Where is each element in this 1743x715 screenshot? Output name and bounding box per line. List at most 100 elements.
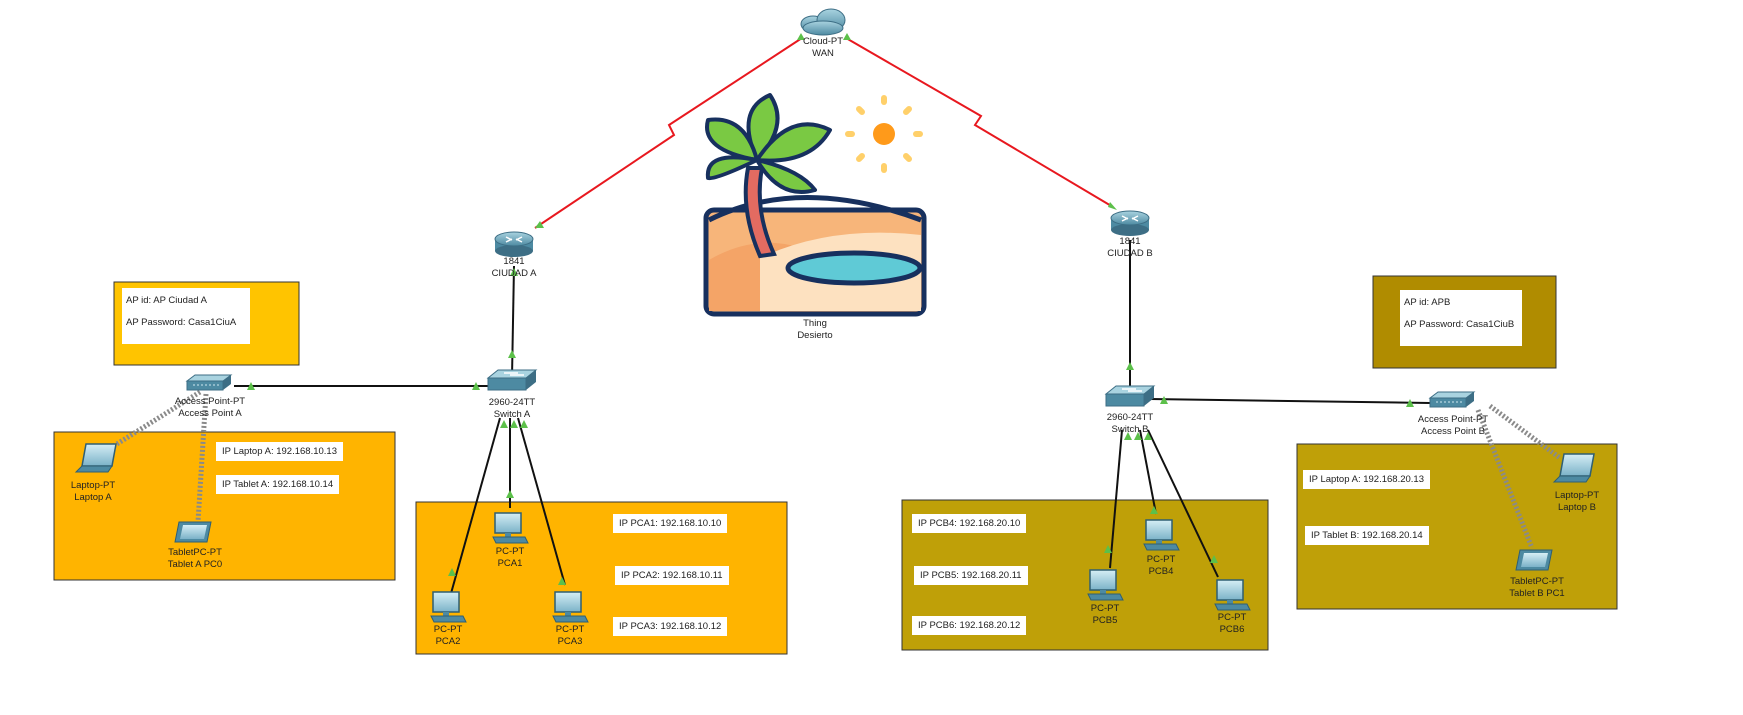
- tablet-icon[interactable]: [174, 521, 212, 543]
- pca3-model: PC-PT: [555, 624, 585, 635]
- pcb4-name: PCB4: [1148, 566, 1174, 577]
- link-switch-b-pcb6[interactable]: [1147, 429, 1219, 578]
- access-point-icon[interactable]: [185, 374, 233, 391]
- pca1-name: PCA1: [497, 558, 523, 569]
- wireless-ap-b-tablet-b: [1475, 409, 1535, 549]
- tablet-a-model: TabletPC-PT: [168, 547, 222, 558]
- router-a-label: 1841 CIUDAD A: [479, 256, 549, 280]
- pcb5-label: PC-PT PCB5: [1075, 603, 1135, 627]
- router-b-name: CIUDAD B: [1107, 248, 1153, 259]
- switch-a-model: 2960-24TT: [488, 397, 536, 408]
- ap-b-label: Access Point-PT Access Point B: [1407, 414, 1499, 438]
- pca3-name: PCA3: [557, 636, 583, 647]
- thing-model: Thing: [803, 318, 827, 329]
- link-switch-a-pca2[interactable]: [449, 417, 501, 598]
- switch-b-name: Switch B: [1111, 424, 1149, 435]
- laptop-icon[interactable]: [1552, 453, 1595, 483]
- tablet-a-label: TabletPC-PT Tablet A PC0: [155, 547, 235, 571]
- link-router-a-switch-a[interactable]: [511, 265, 515, 378]
- pca2-label: PC-PT PCA2: [418, 624, 478, 648]
- router-icon[interactable]: [1110, 210, 1150, 236]
- pcb6-model: PC-PT: [1217, 612, 1247, 623]
- switch-a-name: Switch A: [493, 409, 531, 420]
- pcb6-label: PC-PT PCB6: [1202, 612, 1262, 636]
- wan-link-a[interactable]: [534, 37, 803, 229]
- pca2-model: PC-PT: [433, 624, 463, 635]
- ap-a-credentials-note[interactable]: AP id: AP Ciudad A AP Password: Casa1Ciu…: [122, 288, 250, 344]
- pc-icon[interactable]: [1143, 519, 1180, 551]
- router-icon[interactable]: [494, 231, 534, 257]
- pc-icon[interactable]: [1087, 569, 1124, 601]
- cloud-icon[interactable]: [800, 8, 846, 36]
- ip-note-tablet-b[interactable]: IP Tablet B: 192.168.20.14: [1305, 526, 1429, 545]
- pcb5-model: PC-PT: [1090, 603, 1120, 614]
- pc-icon[interactable]: [492, 512, 529, 544]
- ip-note-pca1[interactable]: IP PCA1: 192.168.10.10: [613, 514, 728, 533]
- wireless-ap-b-laptop-b: [1488, 403, 1562, 461]
- ip-note-pca3[interactable]: IP PCA3: 192.168.10.12: [613, 617, 728, 636]
- switch-a-label: 2960-24TT Switch A: [472, 397, 552, 421]
- laptop-b-label: Laptop-PT Laptop B: [1547, 490, 1607, 514]
- ip-note-pcb4[interactable]: IP PCB4: 192.168.20.10: [912, 514, 1027, 533]
- ap-b-id-text: AP id: APB: [1404, 297, 1451, 308]
- laptop-b-model: Laptop-PT: [1554, 490, 1600, 501]
- link-switch-a-pca3[interactable]: [517, 417, 566, 586]
- tablet-icon[interactable]: [1515, 549, 1553, 571]
- router-a-model: 1841: [503, 256, 525, 267]
- ap-b-model: Access Point-PT: [1417, 414, 1489, 425]
- ap-b-credentials-note[interactable]: AP id: APB AP Password: Casa1CiuB: [1400, 290, 1522, 346]
- pca3-label: PC-PT PCA3: [540, 624, 600, 648]
- tablet-b-model: TabletPC-PT: [1510, 576, 1564, 587]
- pc-icon[interactable]: [552, 591, 589, 623]
- switch-icon[interactable]: [1104, 385, 1156, 407]
- pca1-model: PC-PT: [495, 546, 525, 557]
- wireless-ap-a-laptop-a: [110, 389, 202, 450]
- switch-b-label: 2960-24TT Switch B: [1090, 412, 1170, 436]
- laptop-a-model: Laptop-PT: [70, 480, 116, 491]
- link-switch-b-pcb4[interactable]: [1139, 429, 1157, 515]
- ip-note-tablet-a[interactable]: IP Tablet A: 192.168.10.14: [216, 475, 340, 494]
- thing-name: Desierto: [797, 330, 833, 341]
- laptop-a-name: Laptop A: [74, 492, 112, 503]
- ip-note-pcb5[interactable]: IP PCB5: 192.168.20.11: [914, 566, 1028, 585]
- ip-note-pcb6[interactable]: IP PCB6: 192.168.20.12: [912, 616, 1027, 635]
- tablet-a-name: Tablet A PC0: [167, 559, 223, 570]
- ap-b-name: Access Point B: [1421, 426, 1485, 437]
- pca2-name: PCA2: [435, 636, 461, 647]
- ap-a-password-text: AP Password: Casa1CiuA: [126, 317, 237, 328]
- ip-note-pca2[interactable]: IP PCA2: 192.168.10.11: [615, 566, 729, 585]
- laptop-b-name: Laptop B: [1557, 502, 1597, 513]
- link-switch-b-ap-b[interactable]: [1149, 398, 1431, 404]
- router-b-model: 1841: [1119, 236, 1141, 247]
- tablet-b-label: TabletPC-PT Tablet B PC1: [1497, 576, 1577, 600]
- router-b-label: 1841 CIUDAD B: [1095, 236, 1165, 260]
- pcb4-label: PC-PT PCB4: [1131, 554, 1191, 578]
- ip-note-laptop-b[interactable]: IP Laptop A: 192.168.20.13: [1303, 470, 1430, 489]
- access-point-icon[interactable]: [1428, 391, 1476, 408]
- ap-a-label: Access Point-PT Access Point A: [164, 396, 256, 420]
- ap-b-password-text: AP Password: Casa1CiuB: [1404, 319, 1515, 330]
- ip-note-laptop-a[interactable]: IP Laptop A: 192.168.10.13: [216, 442, 343, 461]
- ap-a-model: Access Point-PT: [174, 396, 246, 407]
- cloud-model: Cloud-PT: [802, 36, 844, 47]
- desert-palm-sun-icon[interactable]: [703, 93, 927, 317]
- pc-icon[interactable]: [430, 591, 467, 623]
- port-status-indicators: [247, 33, 1414, 585]
- pca1-label: PC-PT PCA1: [480, 546, 540, 570]
- laptop-icon[interactable]: [74, 443, 117, 473]
- switch-b-model: 2960-24TT: [1106, 412, 1154, 423]
- laptop-a-label: Laptop-PT Laptop A: [63, 480, 123, 504]
- link-switch-b-pcb5[interactable]: [1109, 429, 1123, 569]
- switch-icon[interactable]: [486, 369, 538, 391]
- pcb6-name: PCB6: [1219, 624, 1245, 635]
- pcb5-name: PCB5: [1092, 615, 1118, 626]
- wireless-ap-a-tablet-a: [195, 393, 209, 523]
- thing-label: Thing Desierto: [773, 318, 857, 342]
- cloud-label: Cloud-PT WAN: [791, 36, 855, 60]
- ap-a-name: Access Point A: [178, 408, 242, 419]
- wan-link-b[interactable]: [845, 37, 1114, 208]
- pcb4-model: PC-PT: [1146, 554, 1176, 565]
- router-a-name: CIUDAD A: [491, 268, 537, 279]
- pc-icon[interactable]: [1214, 579, 1251, 611]
